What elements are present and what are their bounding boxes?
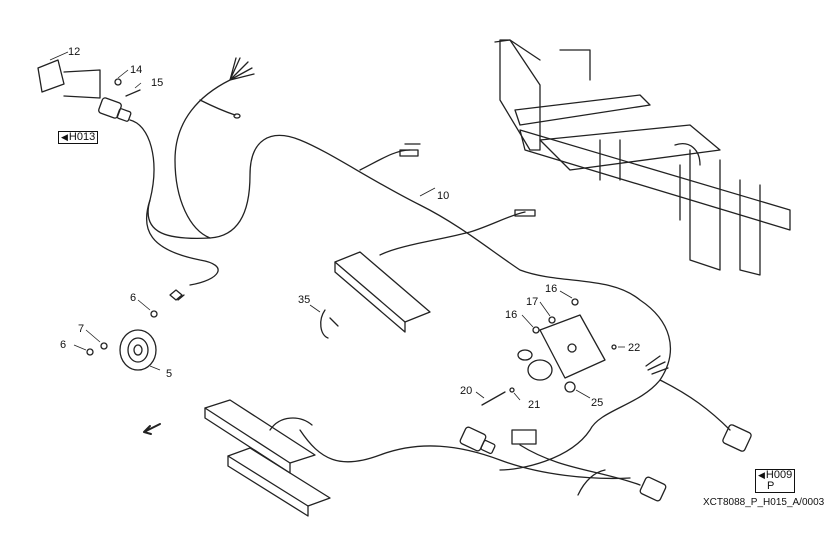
callout-35: 35	[298, 294, 310, 306]
callout-22: 22	[628, 342, 640, 354]
screw-15	[125, 89, 141, 97]
wire-bundle	[229, 57, 255, 81]
nut-6-lower	[86, 348, 94, 356]
light-bar-upper	[334, 251, 431, 333]
reference-h009-text: H009	[765, 469, 793, 481]
harness-bottom-branch	[519, 444, 641, 486]
callout-15: 15	[151, 77, 163, 89]
callout-10: 10	[437, 190, 449, 202]
callout-16-upper: 16	[545, 283, 557, 295]
washer-14	[114, 78, 122, 86]
left-triangle-icon: ◀	[61, 132, 68, 142]
washer-17	[548, 316, 556, 324]
callout-14: 14	[130, 64, 142, 76]
callout-21: 21	[528, 399, 540, 411]
reference-tag-h013: ◀H013	[58, 131, 99, 144]
spacer-25	[564, 381, 576, 393]
harness-lower-loop	[299, 429, 631, 480]
harness-right-branch	[659, 379, 731, 431]
round-connector-upper-left	[98, 97, 132, 122]
screw-22	[611, 344, 617, 350]
callout-25: 25	[591, 397, 603, 409]
harness-branch-sensor	[379, 211, 526, 256]
washer-21	[509, 387, 515, 393]
round-connector-lower-left	[459, 426, 496, 455]
light-bar-cover	[269, 417, 313, 431]
horn-5	[119, 329, 157, 371]
connector-pair-middle	[514, 209, 536, 217]
reference-h013-text: H013	[68, 131, 96, 143]
wire-lead-bottom	[577, 469, 606, 496]
nut-16-lower	[532, 326, 540, 334]
sensor-assembly	[517, 314, 606, 381]
light-bar-lower-1	[204, 399, 316, 474]
connector-pair-upper	[399, 143, 421, 157]
nut-16-upper	[571, 298, 579, 306]
callout-17: 17	[526, 296, 538, 308]
wire-splay-right	[645, 355, 669, 375]
drawing-code: XCT8088_P_H015_A/0003	[703, 497, 825, 508]
callout-7: 7	[78, 323, 84, 335]
washer-7	[100, 342, 108, 350]
main-harness-cable	[129, 119, 672, 471]
callout-6-lower: 6	[60, 339, 66, 351]
bolt-20	[481, 391, 506, 406]
harness-branch-lower	[145, 199, 219, 286]
cable-clip-35	[320, 309, 339, 339]
wire-pigtail	[199, 99, 236, 116]
callout-16-lower: 16	[505, 309, 517, 321]
reference-h009-sub: P	[767, 480, 775, 492]
connector-pair-left	[169, 289, 185, 301]
light-bar-lower-2	[227, 447, 331, 517]
left-triangle-icon: ◀	[758, 470, 765, 480]
front-direction-arrow	[143, 423, 161, 435]
harness-branch-tail	[359, 149, 411, 171]
harness-branch-upper	[174, 79, 231, 239]
round-connector-lower-right	[639, 476, 667, 502]
flat-connector	[511, 429, 537, 445]
frame-structure	[494, 39, 791, 276]
mounting-bracket-12	[37, 59, 101, 99]
callout-20: 20	[460, 385, 472, 397]
callout-5: 5	[166, 368, 172, 380]
round-connector-right	[722, 424, 752, 452]
reference-tag-h009: ◀H009 P	[755, 469, 796, 493]
callout-6-upper: 6	[130, 292, 136, 304]
nut-6-upper	[150, 310, 158, 318]
callout-12: 12	[68, 46, 80, 58]
